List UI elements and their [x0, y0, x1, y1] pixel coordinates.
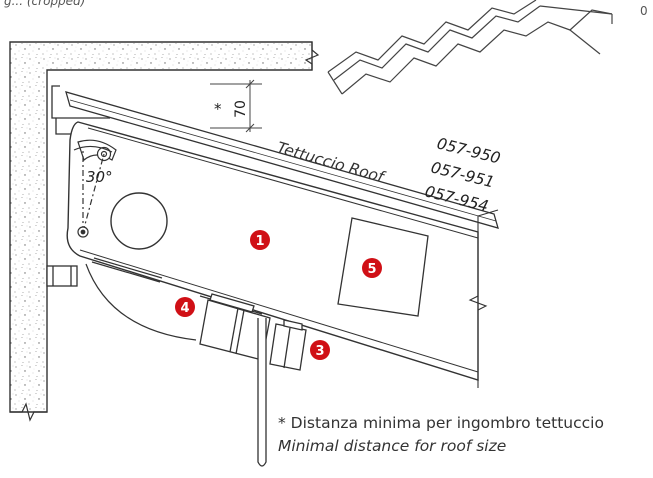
dimension-value: 70: [233, 100, 249, 118]
dimension-70: [210, 79, 262, 133]
break-lines: [468, 209, 499, 388]
callout-4: 4: [175, 297, 195, 317]
callout-1: 1: [250, 230, 270, 250]
crank-rod: [257, 318, 267, 467]
roller-tube: [110, 192, 168, 250]
control-box-plate: [337, 217, 429, 317]
side-bracket: [269, 319, 307, 371]
corrugated-roof-sheet: [327, 0, 613, 95]
top-caption-fragment: g... (cropped): [4, 0, 86, 8]
callout-3: 3: [310, 340, 330, 360]
pivot-arm: [73, 139, 117, 238]
roof-panel: [65, 91, 499, 229]
callout-1-number: 1: [255, 234, 264, 249]
callout-4-number: 4: [180, 301, 189, 316]
callout-3-number: 3: [315, 344, 324, 359]
callout-5: 5: [362, 258, 382, 278]
swing-arc: [85, 263, 197, 341]
callout-5-number: 5: [367, 262, 376, 277]
note-italian: * Distanza minima per ingombro tettuccio: [278, 414, 604, 432]
angle-label: 30°: [86, 168, 113, 186]
dimension-asterisk: *: [214, 100, 222, 118]
awning-body: [66, 121, 479, 381]
corner-fragment: 0: [640, 4, 648, 18]
concrete-wall: [9, 41, 320, 422]
note-english: Minimal distance for roof size: [278, 437, 507, 455]
